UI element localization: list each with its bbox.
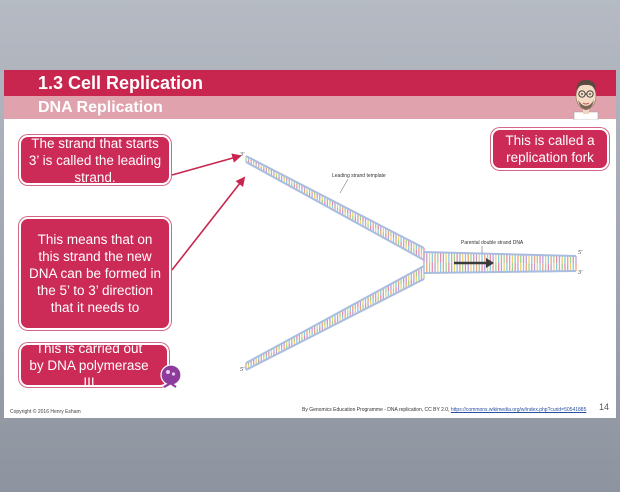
dna-replication-fork-diagram: Leading strand template Parental double … bbox=[171, 152, 583, 373]
slide: 1.3 Cell Replication DNA Replication Lea… bbox=[4, 70, 616, 418]
polymerase-callout: This is carried out by DNA polymerase II… bbox=[19, 341, 169, 390]
page-number: 14 bbox=[599, 402, 610, 412]
copyright-text: Copyright © 2016 Henry Esham bbox=[10, 409, 81, 415]
slide-subtitle: DNA Replication bbox=[38, 99, 163, 116]
strand-backbone bbox=[245, 161, 425, 261]
image-credit: By Genomics Education Programme - DNA re… bbox=[302, 407, 586, 413]
parental-dna-label: Parental double strand DNA bbox=[461, 240, 524, 246]
polymerase-direction-arrowhead bbox=[486, 258, 494, 268]
strand-backbone bbox=[423, 270, 577, 274]
strand-backbone bbox=[245, 155, 425, 249]
base-pairs bbox=[245, 156, 577, 370]
replication-fork-callout: This is called a replication fork bbox=[491, 128, 609, 170]
right-top-end-label: 5' bbox=[578, 250, 583, 256]
new-dna-direction-callout: This means that on this strand the new D… bbox=[19, 217, 171, 330]
subtitle-bar: DNA Replication bbox=[4, 96, 616, 119]
leading-strand-template-label: Leading strand template bbox=[332, 173, 386, 179]
top-strand-end-label: 3' bbox=[239, 152, 245, 158]
title-bar: 1.3 Cell Replication bbox=[4, 70, 616, 96]
slide-title: 1.3 Cell Replication bbox=[38, 73, 204, 93]
strand-backbone bbox=[423, 251, 577, 257]
strand-backbones bbox=[245, 155, 577, 371]
strand-backbone bbox=[245, 278, 425, 371]
leading-template-leader-line bbox=[339, 178, 349, 194]
bottom-strand-end-label: 5' bbox=[240, 367, 245, 373]
right-bottom-end-label: 3' bbox=[577, 270, 583, 276]
strand-backbone bbox=[245, 265, 425, 364]
image-credit-link[interactable]: https://commons.wikimedia.org/w/index.ph… bbox=[450, 407, 587, 413]
image-credit-text: By Genomics Education Programme - DNA re… bbox=[302, 407, 451, 413]
leading-strand-pointer-arrow bbox=[171, 153, 242, 176]
new-dna-pointer-arrow bbox=[171, 176, 246, 271]
leading-strand-callout: The strand that starts 3’ is called the … bbox=[19, 135, 171, 185]
presenter-avatar-icon bbox=[573, 80, 599, 120]
dna-polymerase-icon bbox=[160, 364, 182, 388]
